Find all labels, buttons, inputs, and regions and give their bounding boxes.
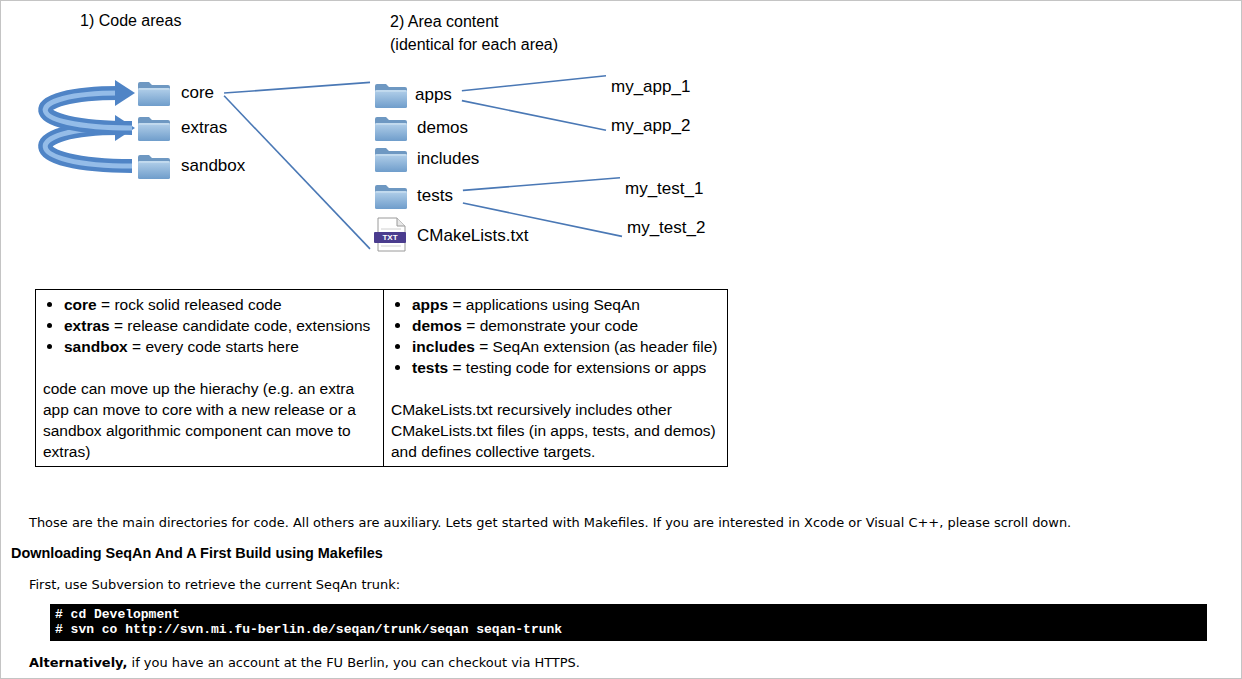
- note-paragraph: CMakeLists.txt recursively includes othe…: [391, 399, 722, 462]
- folder-name: CMakeLists.txt: [417, 226, 528, 245]
- bold-term: core: [64, 296, 97, 313]
- bullet-item: demos = demonstrate your code: [391, 315, 722, 336]
- folder-item: extras: [138, 114, 233, 142]
- section-heading: 1) Code areas: [80, 11, 181, 31]
- folder-name: demos: [417, 118, 468, 137]
- note-text: CMakeLists.txt recursively includes othe…: [391, 401, 716, 460]
- folder-name: sandbox: [181, 156, 245, 175]
- folder-name: my_app_1: [611, 77, 690, 96]
- section-heading: 2) Area content (identical for each area…: [390, 10, 564, 56]
- folder-name: apps: [415, 85, 452, 104]
- folder-name: extras: [181, 118, 227, 137]
- flow-arrow: [45, 80, 135, 128]
- folder-name: includes: [417, 149, 479, 168]
- bullet-item: tests = testing code for extensions or a…: [391, 357, 722, 378]
- folder-icon: [138, 117, 170, 141]
- note-paragraph: code can move up the hierachy (e.g. an e…: [43, 378, 378, 462]
- code-line: # cd Development: [55, 607, 1202, 622]
- bold-term: apps: [412, 296, 448, 313]
- bullet-item: extras = release candidate code, extensi…: [43, 315, 378, 336]
- folder-name: my_test_2: [627, 218, 705, 237]
- tree-line: [462, 76, 606, 91]
- body-text: Alternatively, if you have an account at…: [29, 655, 580, 671]
- subfolder-label: my_test_2: [627, 214, 711, 242]
- bullet-dot: [47, 323, 52, 328]
- code-block: # cd Development# svn co http://svn.mi.f…: [50, 604, 1207, 641]
- arrow-head: [115, 80, 135, 106]
- tree-line: [224, 96, 370, 249]
- folder-icon: [375, 185, 407, 209]
- tree-line: [224, 82, 370, 93]
- bold-term: demos: [412, 317, 462, 334]
- subfolder-label: my_app_2: [611, 112, 696, 140]
- folder-item: demos: [375, 114, 474, 142]
- tree-line: [462, 101, 606, 131]
- bold-term: extras: [64, 317, 110, 334]
- folder-icon: [375, 117, 407, 141]
- subsection-heading: Downloading SeqAn And A First Build usin…: [11, 545, 383, 561]
- bullet-text: tests = testing code for extensions or a…: [412, 359, 706, 376]
- folder-item: CMakeLists.txt: [375, 219, 534, 253]
- description-box: apps = applications using SeqAn demos = d…: [383, 289, 728, 467]
- connector-line: [224, 82, 370, 93]
- folder-item: sandbox: [138, 152, 251, 180]
- folder-icon: [138, 155, 170, 179]
- bullet-text: extras = release candidate code, extensi…: [64, 317, 370, 334]
- folder-icon: [375, 148, 407, 172]
- file-type-tag: TXT: [374, 232, 406, 243]
- folder-icon: [375, 84, 407, 108]
- subfolder-label: my_app_1: [611, 73, 696, 101]
- bold-term: includes: [412, 338, 475, 355]
- folder-name: core: [181, 83, 214, 102]
- connector-line: [462, 76, 606, 91]
- body-text: Those are the main directories for code.…: [29, 515, 1071, 531]
- bullet-text: includes = SeqAn extension (as header fi…: [412, 338, 717, 355]
- folder-item: includes: [375, 145, 485, 173]
- bullet-dot: [47, 302, 52, 307]
- bullet-dot: [395, 344, 400, 349]
- body-text: First, use Subversion to retrieve the cu…: [29, 577, 400, 593]
- folder-icon: [138, 82, 170, 106]
- file-icon: [374, 218, 406, 251]
- connector-line: [462, 101, 606, 131]
- folder-item: tests: [375, 182, 459, 210]
- connector-line: [463, 178, 620, 191]
- bullet-text: demos = demonstrate your code: [412, 317, 638, 334]
- bullet-dot: [47, 344, 52, 349]
- subfolder-label: my_test_1: [625, 175, 709, 203]
- folder-name: my_app_2: [611, 116, 690, 135]
- code-line: # svn co http://svn.mi.fu-berlin.de/seqa…: [55, 622, 1202, 637]
- folder-name: tests: [417, 186, 453, 205]
- bullet-dot: [395, 365, 400, 370]
- connector-line: [224, 96, 370, 249]
- bold-term: Alternatively,: [29, 655, 127, 670]
- bold-term: sandbox: [64, 338, 128, 355]
- bullet-item: apps = applications using SeqAn: [391, 294, 722, 315]
- bullet-text: core = rock solid released code: [64, 296, 282, 313]
- bullet-item: includes = SeqAn extension (as header fi…: [391, 336, 722, 357]
- folder-item: core: [138, 79, 220, 107]
- bullet-item: sandbox = every code starts here: [43, 336, 378, 357]
- bullet-text: sandbox = every code starts here: [64, 338, 299, 355]
- tree-line: [463, 178, 620, 191]
- bullet-text: apps = applications using SeqAn: [412, 296, 640, 313]
- bullet-item: core = rock solid released code: [43, 294, 378, 315]
- folder-name: my_test_1: [625, 179, 703, 198]
- bullet-dot: [395, 302, 400, 307]
- folder-item: apps: [375, 81, 458, 109]
- note-text: code can move up the hierachy (e.g. an e…: [43, 380, 356, 460]
- description-box: core = rock solid released code extras = …: [35, 289, 384, 467]
- bold-term: tests: [412, 359, 448, 376]
- bullet-dot: [395, 323, 400, 328]
